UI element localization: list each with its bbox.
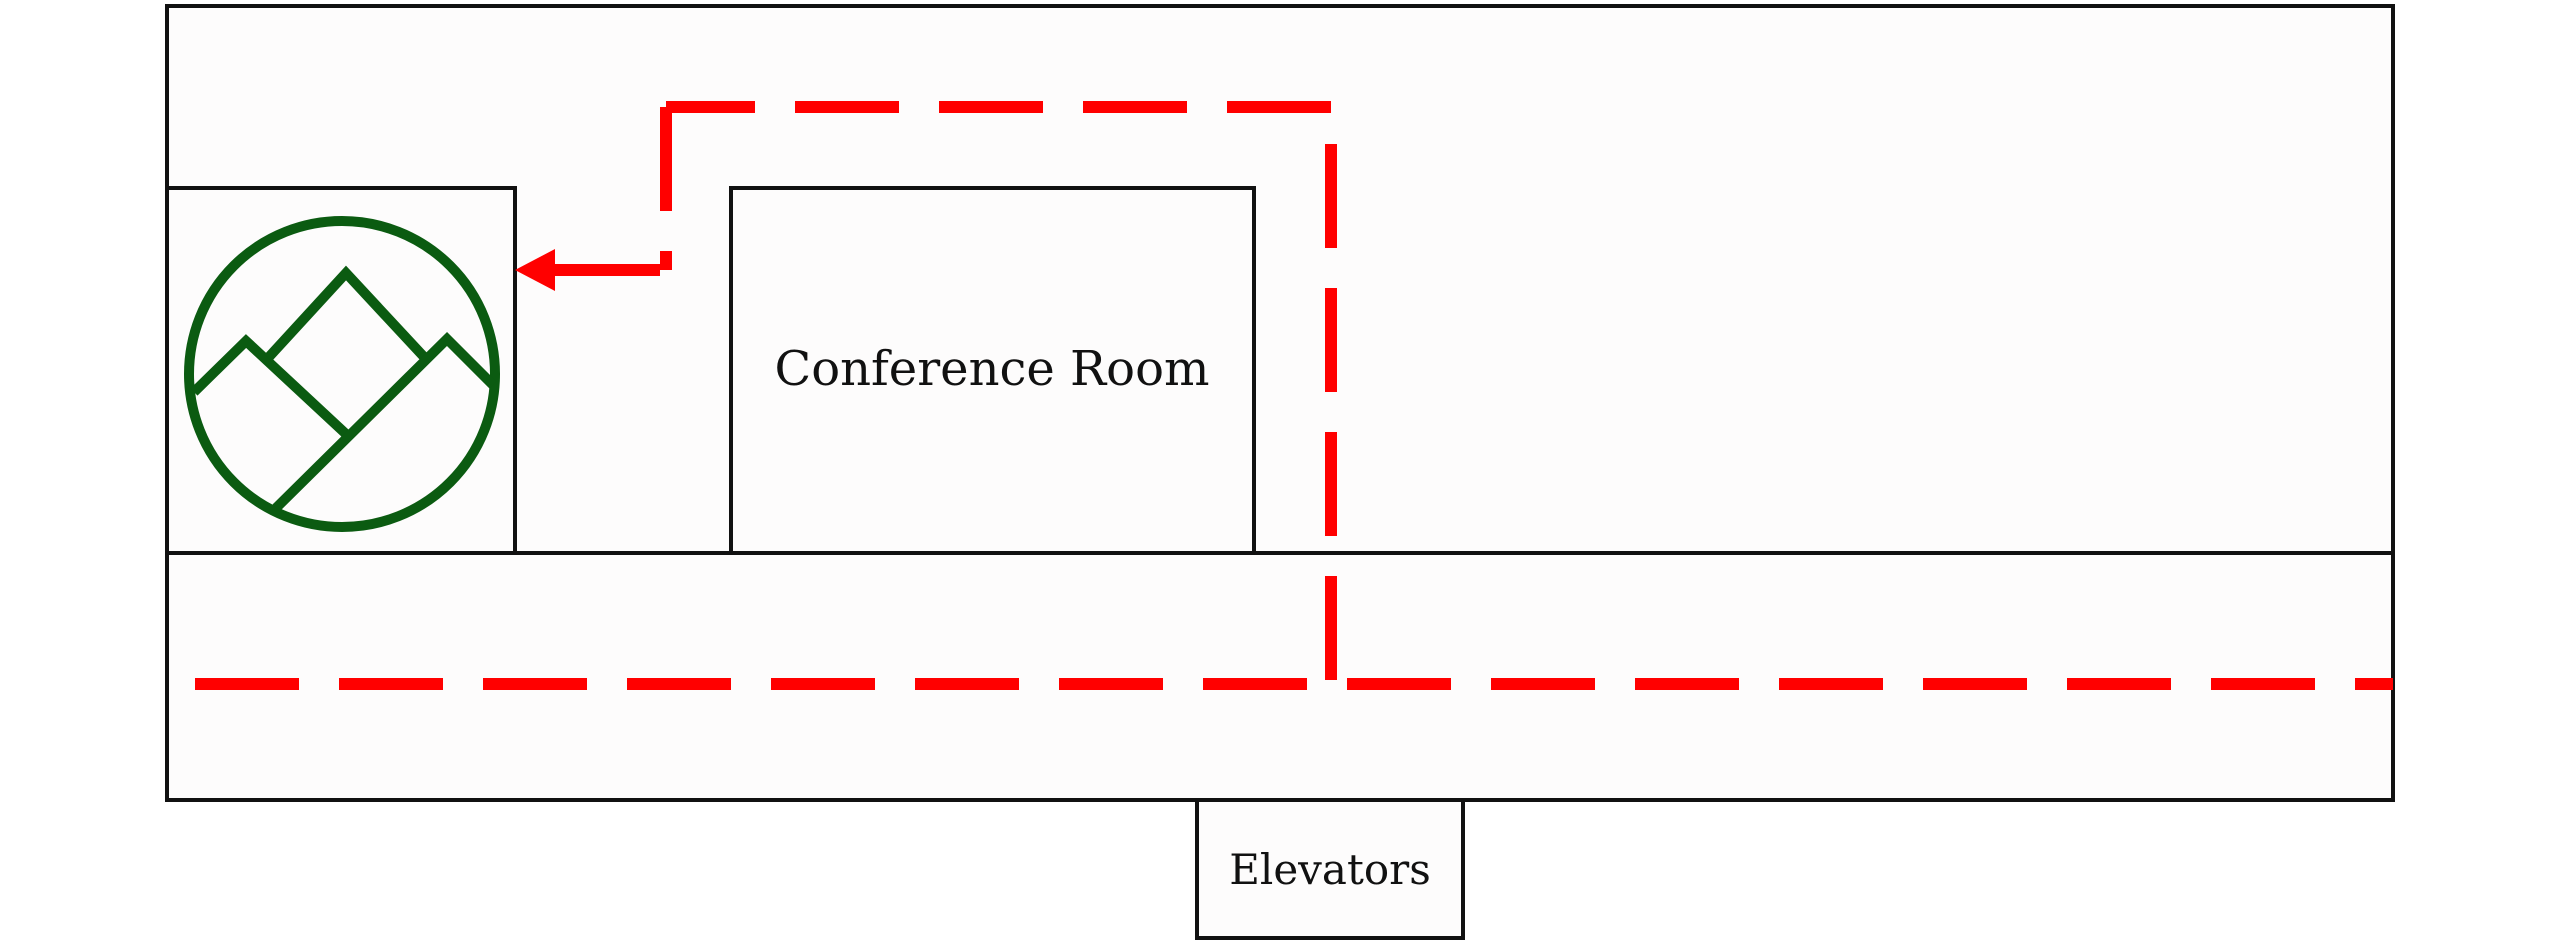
building-outline <box>165 4 2395 802</box>
logo-office <box>165 186 517 555</box>
elevators-label: Elevators <box>1229 845 1431 894</box>
mountain-logo-icon <box>184 216 500 532</box>
conference-room-label: Conference Room <box>775 341 1210 397</box>
arrow-head-icon <box>515 249 555 291</box>
elevators-room <box>1195 798 1465 940</box>
conference-room <box>729 186 1256 555</box>
route-path <box>195 101 2393 690</box>
route-arrow <box>515 249 660 291</box>
